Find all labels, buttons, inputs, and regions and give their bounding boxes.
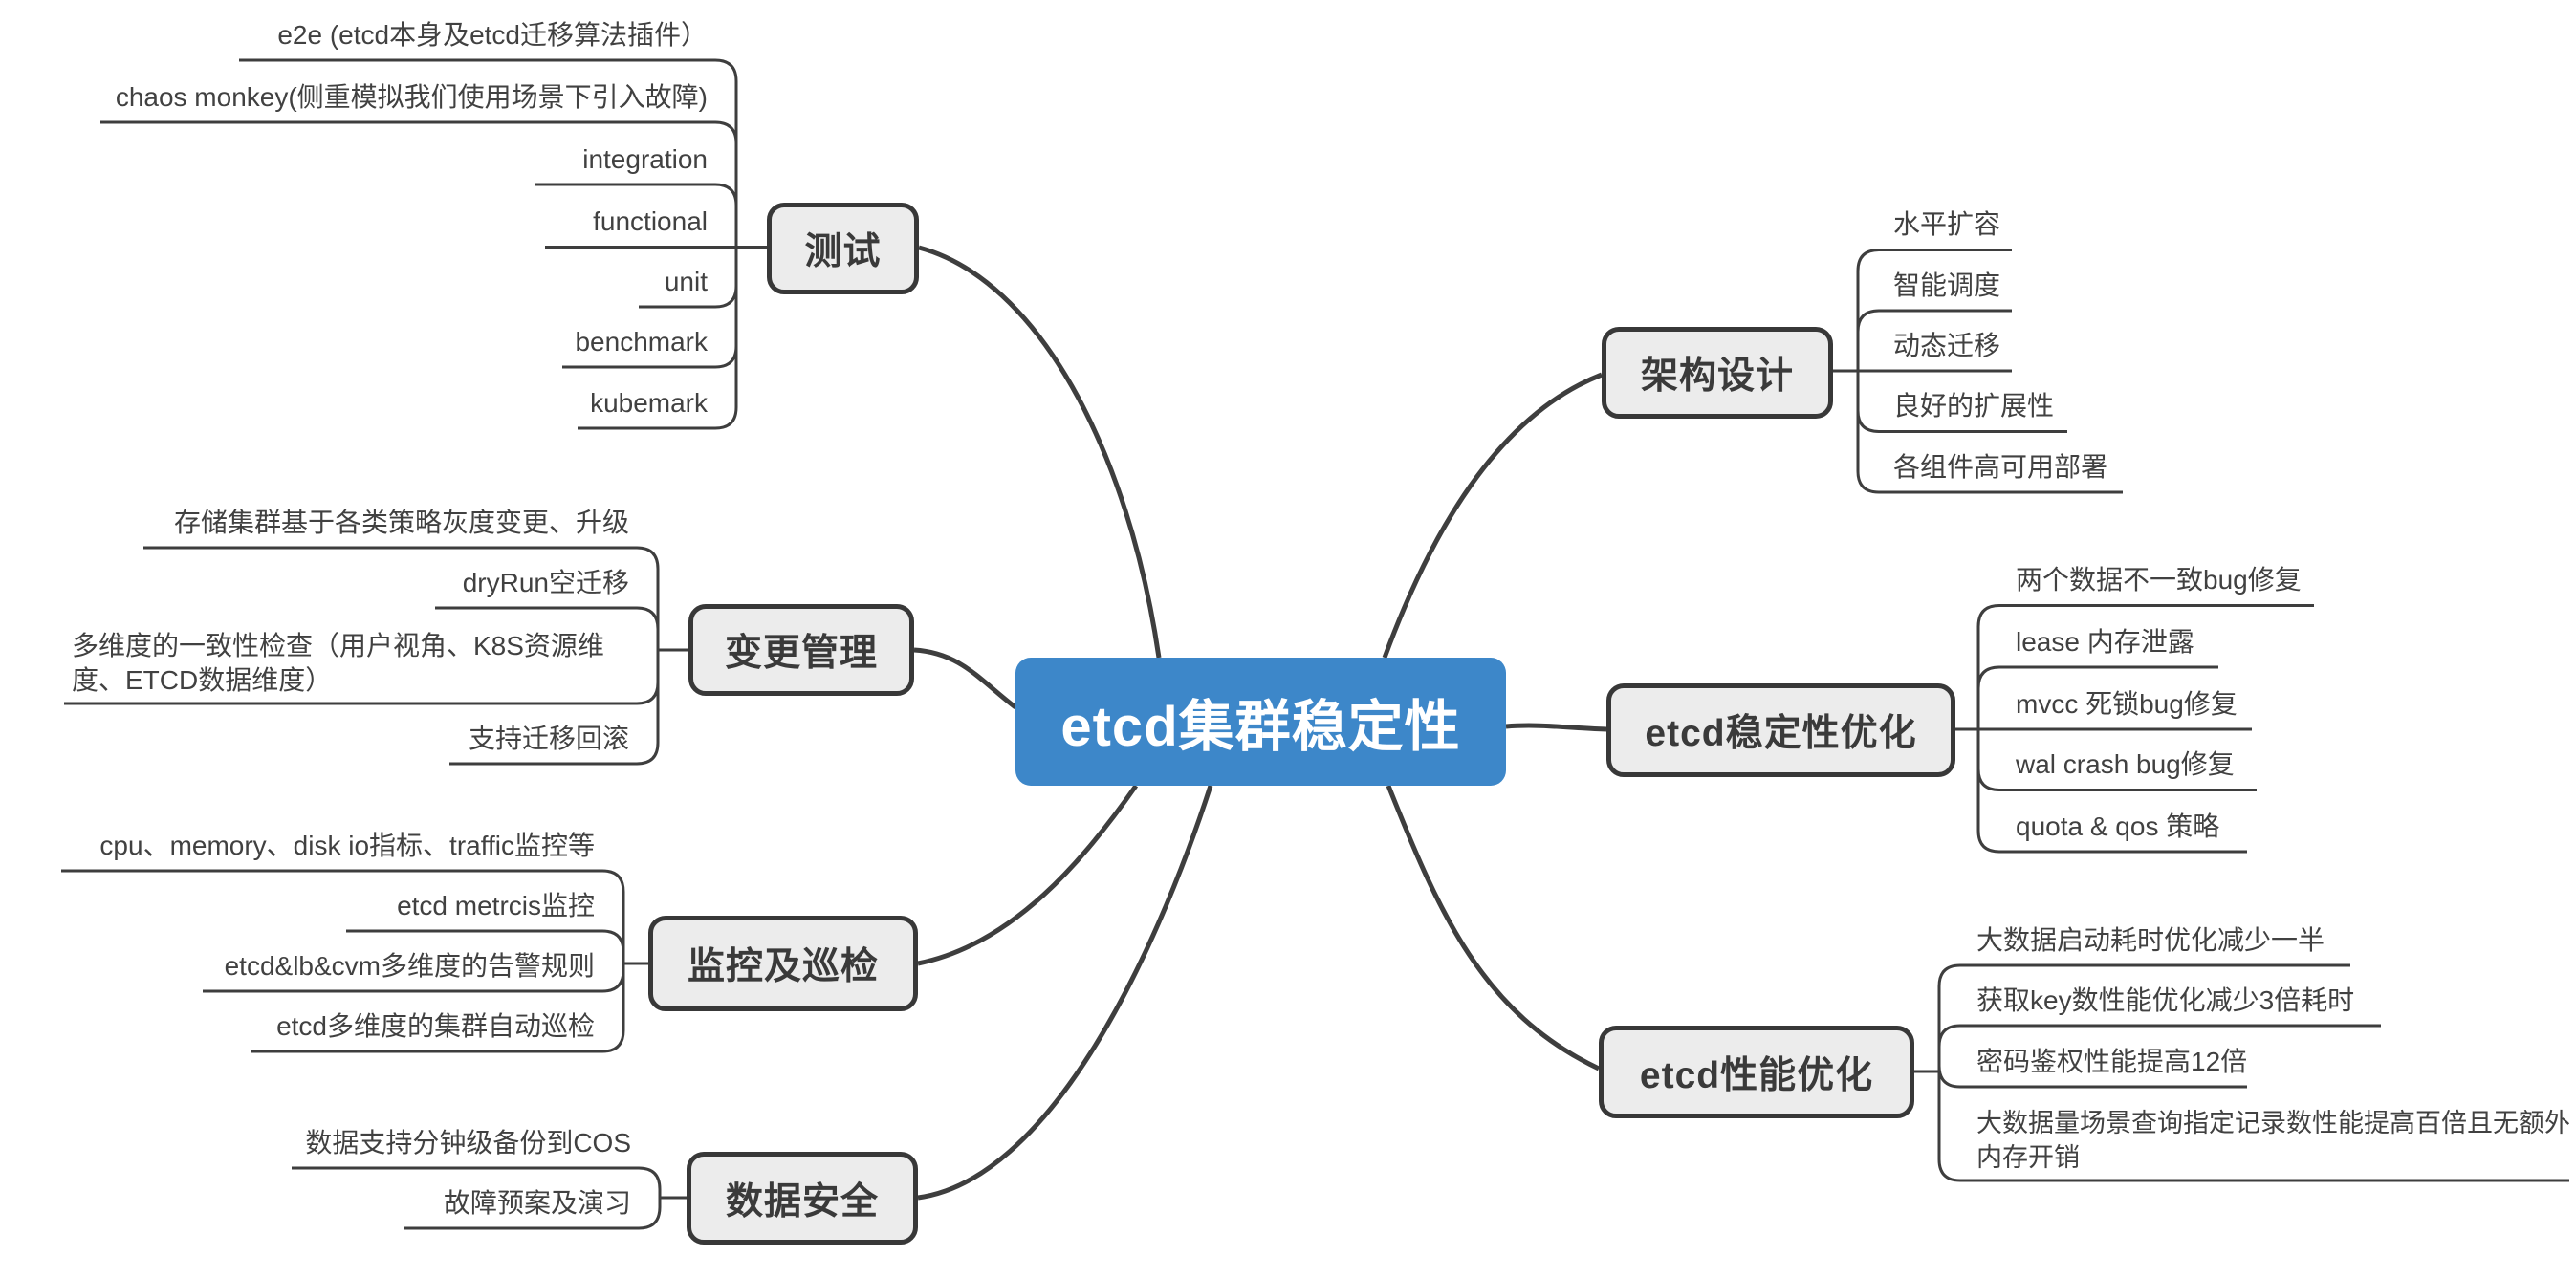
curve-center-to-security xyxy=(917,785,1213,1201)
curve-center-to-architecture xyxy=(1382,372,1603,659)
subtopic-change-dryrun[interactable]: dryRun空迁移 xyxy=(462,568,629,597)
subtopic-test-integration[interactable]: integration xyxy=(582,144,708,174)
subtopic-stability-lease-memory-leak[interactable]: lease 内存泄露 xyxy=(2016,627,2194,657)
subtopic-arch-extensibility[interactable]: 良好的扩展性 xyxy=(1893,391,2055,421)
subtopic-test-unit[interactable]: unit xyxy=(664,267,708,296)
subtopic-monitor-etcd-metrics[interactable]: etcd metrcis监控 xyxy=(397,891,595,920)
subtopic-test-functional[interactable]: functional xyxy=(593,206,708,236)
subtopic-arch-dynamic-migration[interactable]: 动态迁移 xyxy=(1893,331,2001,360)
branch-stability-optimization[interactable]: etcd稳定性优化 xyxy=(1606,683,1955,777)
branch-performance-optimization[interactable]: etcd性能优化 xyxy=(1599,1026,1914,1118)
subtopic-change-consistency-check[interactable]: 多维度的一致性检查（用户视角、K8S资源维度、ETCD数据维度） xyxy=(72,631,604,695)
subtopic-perf-limit-query[interactable]: 大数据量场景查询指定记录数性能提高百倍且无额外内存开销 xyxy=(1976,1109,2570,1172)
subtopic-test-kubemark[interactable]: kubemark xyxy=(590,388,708,418)
central-topic[interactable]: etcd集群稳定性 xyxy=(1015,658,1506,786)
subtopic-security-failure-drill[interactable]: 故障预案及演习 xyxy=(443,1188,631,1218)
curve-center-to-stability xyxy=(1505,723,1607,732)
branch-test[interactable]: 测试 xyxy=(767,203,919,294)
subtopic-test-benchmark[interactable]: benchmark xyxy=(575,327,708,357)
curve-center-to-change xyxy=(913,647,1017,709)
subtopic-monitor-alarm-rules[interactable]: etcd&lb&cvm多维度的告警规则 xyxy=(224,951,595,981)
branch-change-management[interactable]: 变更管理 xyxy=(688,604,914,696)
subtopic-perf-get-key-count[interactable]: 获取key数性能优化减少3倍耗时 xyxy=(1976,985,2355,1015)
subtopic-monitor-auto-inspection[interactable]: etcd多维度的集群自动巡检 xyxy=(276,1011,595,1041)
subtopic-change-rollback[interactable]: 支持迁移回滚 xyxy=(468,724,629,753)
subtopic-test-e2e[interactable]: e2e (etcd本身及etcd迁移算法插件） xyxy=(277,20,708,50)
subtopic-stability-inconsistency-bugfix[interactable]: 两个数据不一致bug修复 xyxy=(2016,565,2302,595)
subtopic-arch-smart-scheduling[interactable]: 智能调度 xyxy=(1893,271,2001,300)
subtopic-perf-auth-speedup[interactable]: 密码鉴权性能提高12倍 xyxy=(1976,1047,2248,1076)
subtopic-perf-startup-time[interactable]: 大数据启动耗时优化减少一半 xyxy=(1976,925,2325,955)
subtopic-arch-ha-deployment[interactable]: 各组件高可用部署 xyxy=(1893,452,2108,482)
subtopic-monitor-metrics-traffic[interactable]: cpu、memory、disk io指标、traffic监控等 xyxy=(99,831,595,860)
subtopic-test-chaos-monkey[interactable]: chaos monkey(侧重模拟我们使用场景下引入故障) xyxy=(115,82,708,112)
subtopic-stability-wal-crash[interactable]: wal crash bug修复 xyxy=(2016,749,2235,779)
subtopic-stability-mvcc-deadlock[interactable]: mvcc 死锁bug修复 xyxy=(2016,689,2238,719)
curve-center-to-monitor xyxy=(917,784,1139,966)
subtopic-stability-quota-qos[interactable]: quota & qos 策略 xyxy=(2016,812,2220,841)
curve-center-to-test xyxy=(918,245,1162,659)
branch-architecture-design[interactable]: 架构设计 xyxy=(1602,327,1833,419)
branch-data-security[interactable]: 数据安全 xyxy=(687,1152,918,1245)
curve-center-to-performance xyxy=(1386,785,1601,1071)
branch-monitoring-inspection[interactable]: 监控及巡检 xyxy=(648,916,918,1011)
subtopic-change-gray-upgrade[interactable]: 存储集群基于各类策略灰度变更、升级 xyxy=(173,508,629,537)
subtopic-arch-horizontal-scaling[interactable]: 水平扩容 xyxy=(1893,209,2001,239)
subtopic-security-backup-cos[interactable]: 数据支持分钟级备份到COS xyxy=(305,1128,631,1158)
